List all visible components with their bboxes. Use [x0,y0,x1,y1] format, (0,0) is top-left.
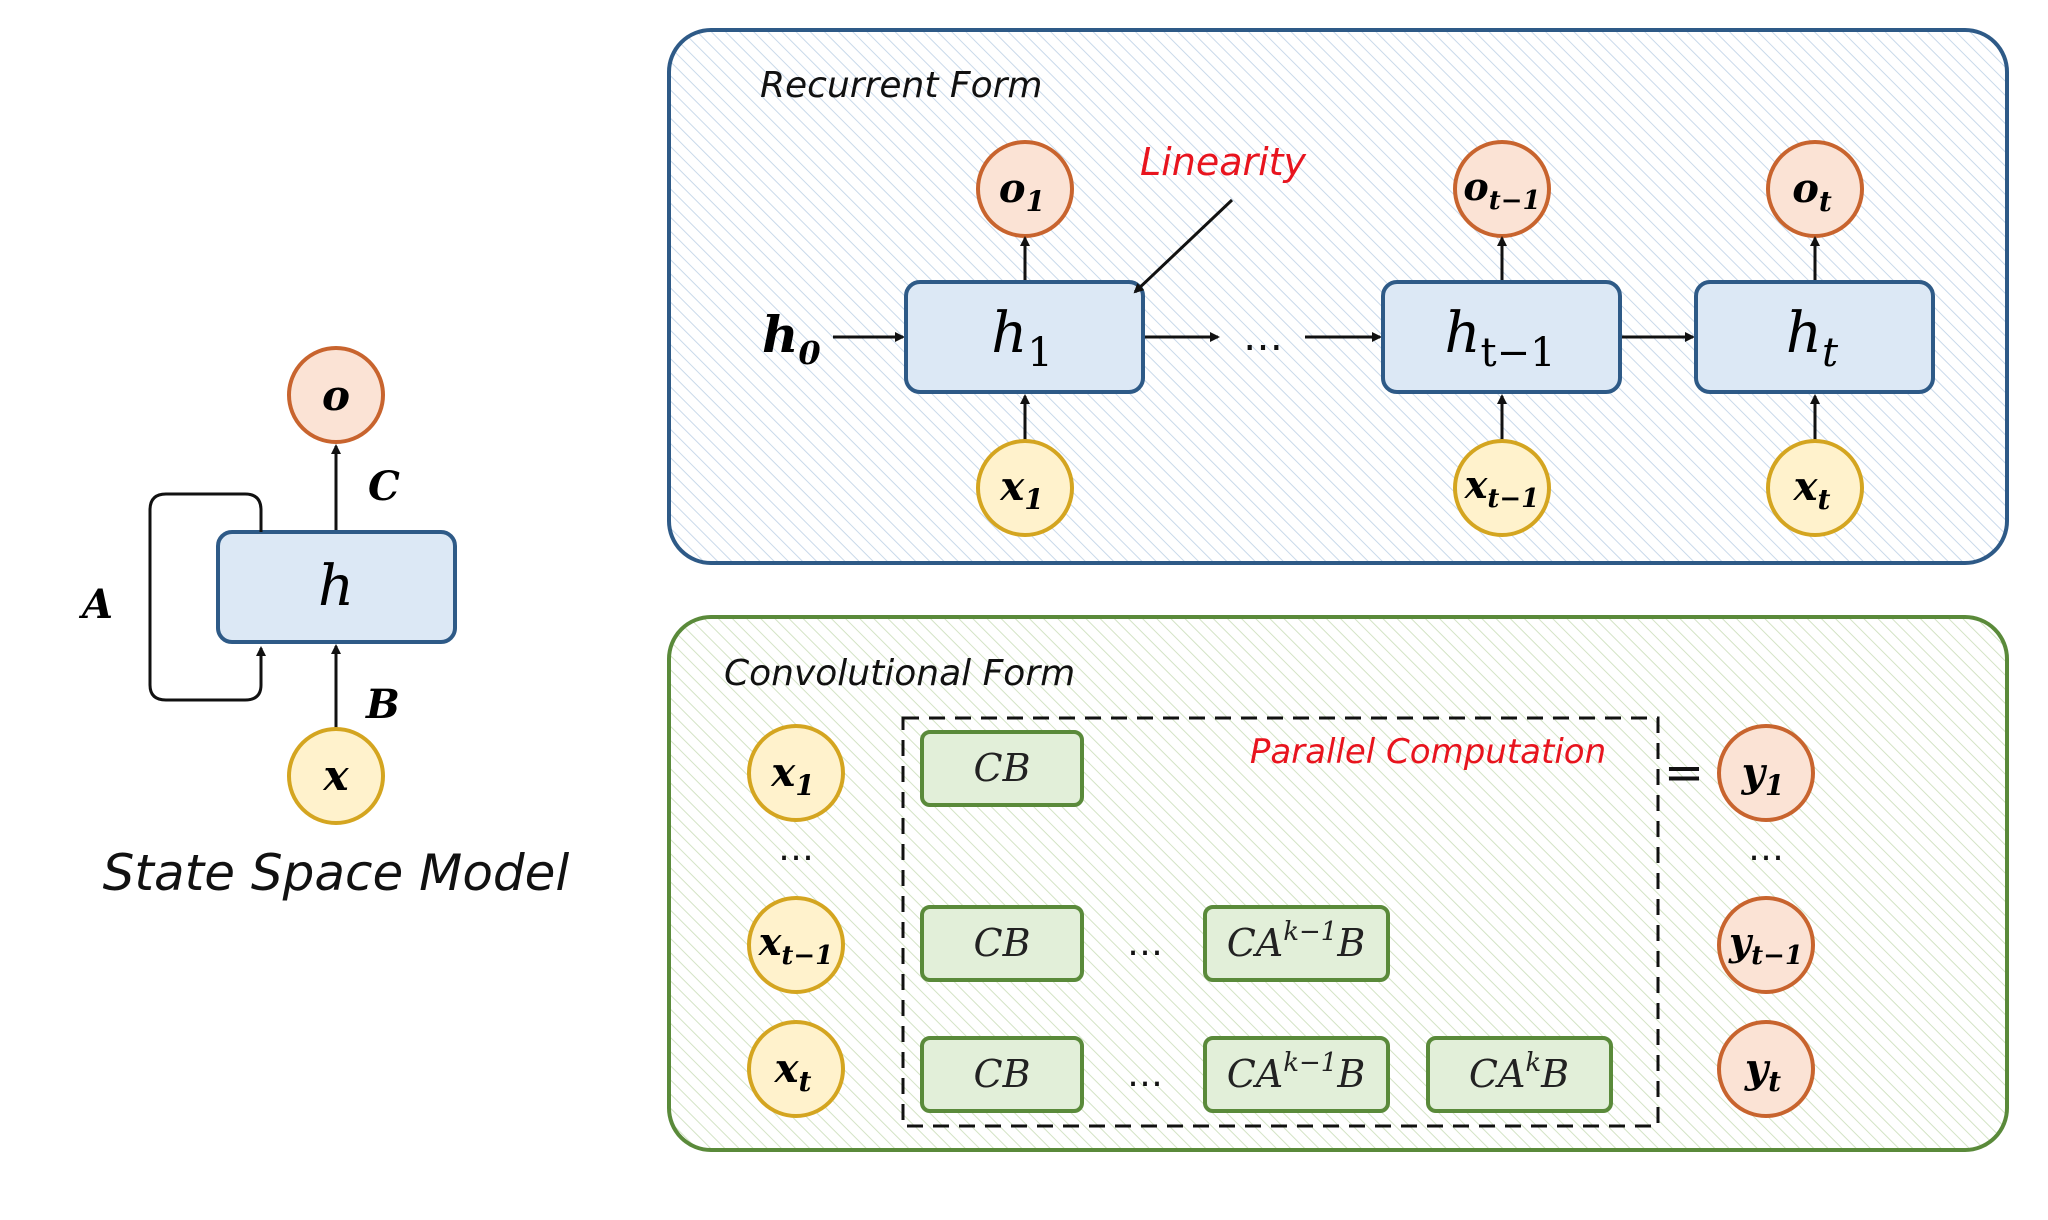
conv-input-x1 [747,724,845,822]
kernel-cakm1b-row2-label: CAk−1B [1227,917,1366,965]
conv-input-xt [747,1020,845,1118]
convolutional-title: Convolutional Form [724,653,1075,694]
convolutional-panel: Convolutional Form Parallel Computation … [667,615,2009,1152]
input-node-x1 [976,439,1074,537]
ssm-a-loop [148,492,266,702]
conv-output-y1 [1717,724,1815,822]
conv-input-label-xt: xt [774,1045,812,1098]
kernel-ellipsis-row2: … [1127,923,1163,964]
ssm-output-label: o [322,371,350,420]
kernel-cb-row3 [920,1036,1084,1113]
conv-output-label-y1: y1 [1741,749,1785,802]
conv-output-ellipsis: … [1748,828,1784,869]
kernel-cb-row1 [920,730,1084,807]
state-label-ht: ht [1786,301,1839,376]
ssm-state-box [216,530,457,644]
recurrent-step-t: ot ht xt [1694,140,1935,537]
input-label-xt: xt [1793,463,1831,516]
conv-output-yt1 [1717,896,1815,994]
kernel-cakm1b-row2 [1203,905,1390,982]
input-node-xt1 [1453,439,1551,537]
input-label-x1: x1 [999,463,1043,516]
equals-sign: = [1664,745,1704,801]
state-box-ht [1694,280,1935,394]
parallel-label: Parallel Computation [1250,732,1606,772]
ssm-c-label: C [368,463,400,510]
parallel-box [901,716,1660,1128]
ssm-title: State Space Model [103,844,570,902]
kernel-cakm1b-row3 [1203,1036,1390,1113]
conv-input-label-xt1: xt−1 [758,919,834,971]
kernel-cb-row1-label: CB [974,746,1031,790]
conv-output-yt [1717,1020,1815,1118]
recurrent-step-1: o1 h1 x1 [904,140,1145,537]
recurrent-step-t-1: ot−1 ht−1 xt−1 [1381,140,1622,537]
linearity-pointer [1133,198,1234,294]
recurrent-ellipsis: … [1243,314,1283,360]
ssm-output-node [287,346,385,444]
conv-input-label-x1: x1 [770,749,814,802]
input-node-xt [1766,439,1864,537]
ssm-input-label: x [322,751,349,800]
conv-input-ellipsis: … [778,828,814,869]
conv-output-label-yt: yt [1744,1045,1781,1098]
linearity-label: Linearity [1140,140,1307,184]
ssm-b-label: B [365,681,400,728]
state-label-h1: h1 [991,301,1053,376]
ssm-state-label: h [318,554,354,619]
state-box-ht1 [1381,280,1622,394]
kernel-cb-row2-label: CB [974,921,1031,965]
conv-input-xt1 [747,896,845,994]
state-box-h1 [904,280,1145,394]
output-label-ot: ot [1792,165,1832,218]
recurrent-title: Recurrent Form [760,65,1043,106]
recurrent-h0: h0 [762,305,821,372]
kernel-cakb-row3-label: CAkB [1469,1048,1569,1096]
recurrent-panel: Recurrent Form h0 o1 h1 x1 Linearity … o… [667,28,2009,565]
kernel-cb-row3-label: CB [974,1052,1031,1096]
input-label-xt1: xt−1 [1464,462,1540,514]
output-label-o1: o1 [999,165,1045,218]
kernel-cb-row2 [920,905,1084,982]
kernel-ellipsis-row3: … [1127,1054,1163,1095]
ssm-panel: o C h A B x State Space Model [78,346,570,902]
kernel-cakm1b-row3-label: CAk−1B [1227,1048,1366,1096]
kernel-cakb-row3 [1426,1036,1613,1113]
state-label-ht1: ht−1 [1444,301,1555,376]
ssm-input-node [287,727,385,825]
output-label-ot1: ot−1 [1463,164,1540,216]
conv-output-label-yt1: yt−1 [1728,919,1803,971]
ssm-a-label: A [78,581,113,628]
